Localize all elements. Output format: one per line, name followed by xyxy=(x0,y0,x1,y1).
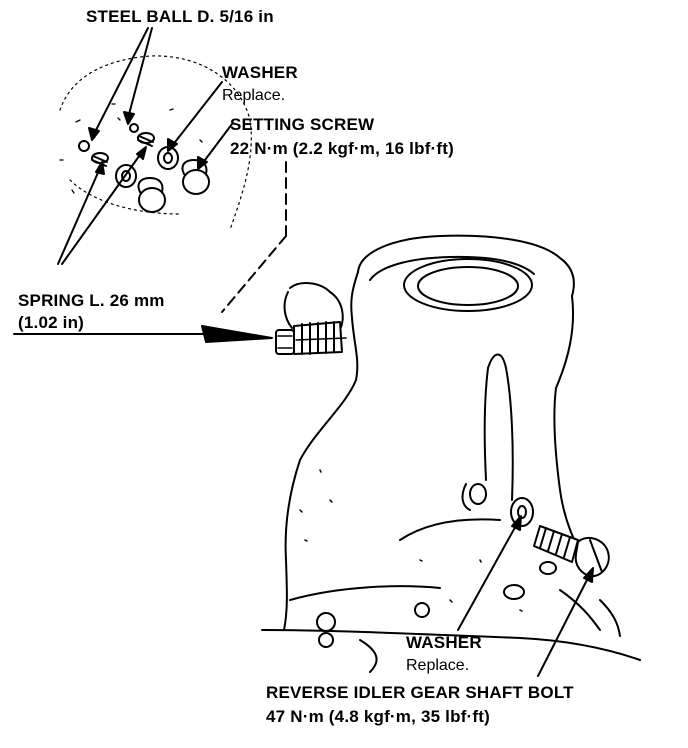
washer-top-label: WASHER xyxy=(222,63,298,82)
steel-ball-label: STEEL BALL D. 5/16 in xyxy=(86,7,274,26)
washer-1 xyxy=(115,164,137,188)
setting-screw-label: SETTING SCREW xyxy=(230,115,375,134)
setting-screw-2 xyxy=(181,159,210,195)
setting-screw-1 xyxy=(137,177,166,213)
spring-1 xyxy=(91,152,109,167)
reverse-idler-bolt-assembly xyxy=(510,497,610,578)
transmission-housing xyxy=(261,234,641,673)
reverse-bolt-torque: 47 N·m (4.8 kgf·m, 35 lbf·ft) xyxy=(266,707,490,726)
spring-2 xyxy=(137,132,155,147)
reverse-bolt-label: REVERSE IDLER GEAR SHAFT BOLT xyxy=(266,683,574,702)
washer-top-note: Replace. xyxy=(222,87,286,104)
spring-alt-label: (1.02 in) xyxy=(18,313,85,332)
reverse-idler-bolt xyxy=(533,525,610,578)
setting-screw-boss xyxy=(275,282,347,355)
washer-bottom-note: Replace. xyxy=(406,657,470,674)
detent-parts-group xyxy=(59,55,252,231)
spring-label: SPRING L. 26 mm xyxy=(18,291,165,310)
washer-lower xyxy=(510,497,534,527)
leader-lines xyxy=(13,27,594,677)
washer-bottom-label: WASHER xyxy=(406,633,482,652)
setting-screw-torque: 22 N·m (2.2 kgf·m, 16 lbf·ft) xyxy=(230,139,454,158)
